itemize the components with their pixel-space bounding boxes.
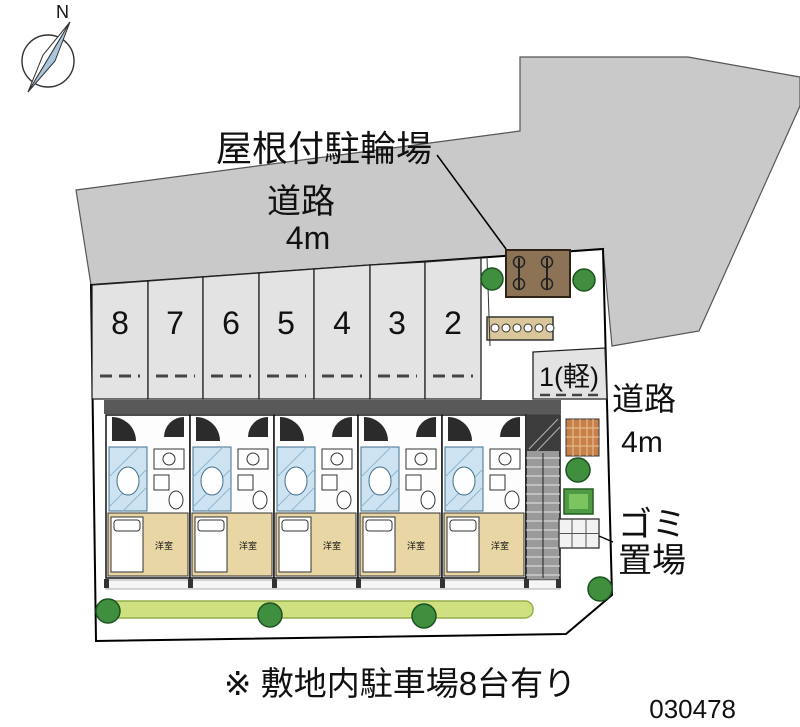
- parking-stall: 7: [147, 276, 204, 400]
- hedge: [99, 600, 534, 619]
- apartment-unit: [189, 414, 275, 579]
- stall-number: 5: [277, 305, 295, 341]
- stall-number: 2: [444, 305, 462, 341]
- bike-shed-leader-line: [436, 154, 507, 250]
- tree-icon: [572, 268, 596, 292]
- tree-icon: [411, 603, 437, 629]
- stall-number: 8: [111, 305, 129, 341]
- paving-block: [565, 418, 600, 457]
- bike-shed-label: 屋根付駐輪場: [216, 128, 432, 169]
- stall-number: 7: [166, 305, 184, 341]
- garbage-label-line1: ゴミ: [618, 506, 686, 544]
- apartment-unit: [273, 414, 359, 579]
- parking-stall: 4: [313, 264, 371, 400]
- kei-parking-stall: 1(軽): [532, 347, 608, 400]
- parking-stall: 6: [202, 272, 260, 400]
- apartment-unit: [357, 414, 443, 579]
- balcony-posts: [104, 579, 561, 588]
- apartment-unit: [441, 414, 527, 579]
- road-top-width-label: 4m: [286, 220, 330, 256]
- parking-stall: 2: [424, 257, 482, 400]
- tree-icon: [480, 267, 504, 291]
- stall-number: 3: [388, 305, 406, 341]
- shrub-planter: [563, 488, 594, 515]
- site-note: ※ 敷地内駐車場8台有り: [224, 665, 576, 702]
- bike-rack: [486, 316, 555, 341]
- tree-icon: [257, 602, 283, 628]
- garbage-station: [558, 518, 600, 549]
- covered-bike-shed: [505, 249, 571, 298]
- kei-stall-label: 1(軽): [539, 362, 599, 392]
- plan-number: 030478: [649, 694, 736, 724]
- tree-icon: [587, 576, 613, 602]
- parking-stalls: 8 7 6 5 4 3 2: [91, 257, 482, 400]
- parking-stall: 8: [91, 280, 149, 400]
- garbage-label-line2: 置場: [618, 542, 686, 580]
- garbage-leader-line: [598, 535, 614, 543]
- tree-icon: [95, 598, 121, 624]
- apartment-unit: [105, 414, 191, 579]
- road-right-width-label: 4m: [621, 426, 663, 459]
- apartment-building: [104, 414, 561, 590]
- parking-stall: 5: [258, 268, 315, 400]
- road-right-label: 道路: [612, 381, 676, 417]
- stall-number: 6: [222, 305, 240, 341]
- parking-stall: 3: [369, 261, 426, 400]
- walkway-band: [104, 400, 561, 414]
- staircase: [525, 414, 561, 581]
- stall-number: 4: [333, 305, 351, 341]
- balcony-strip: [105, 579, 561, 590]
- road-top-label: 道路: [267, 183, 335, 221]
- tree-icon: [565, 457, 591, 483]
- compass-icon: N: [21, 2, 75, 93]
- compass-north-label: N: [56, 2, 69, 22]
